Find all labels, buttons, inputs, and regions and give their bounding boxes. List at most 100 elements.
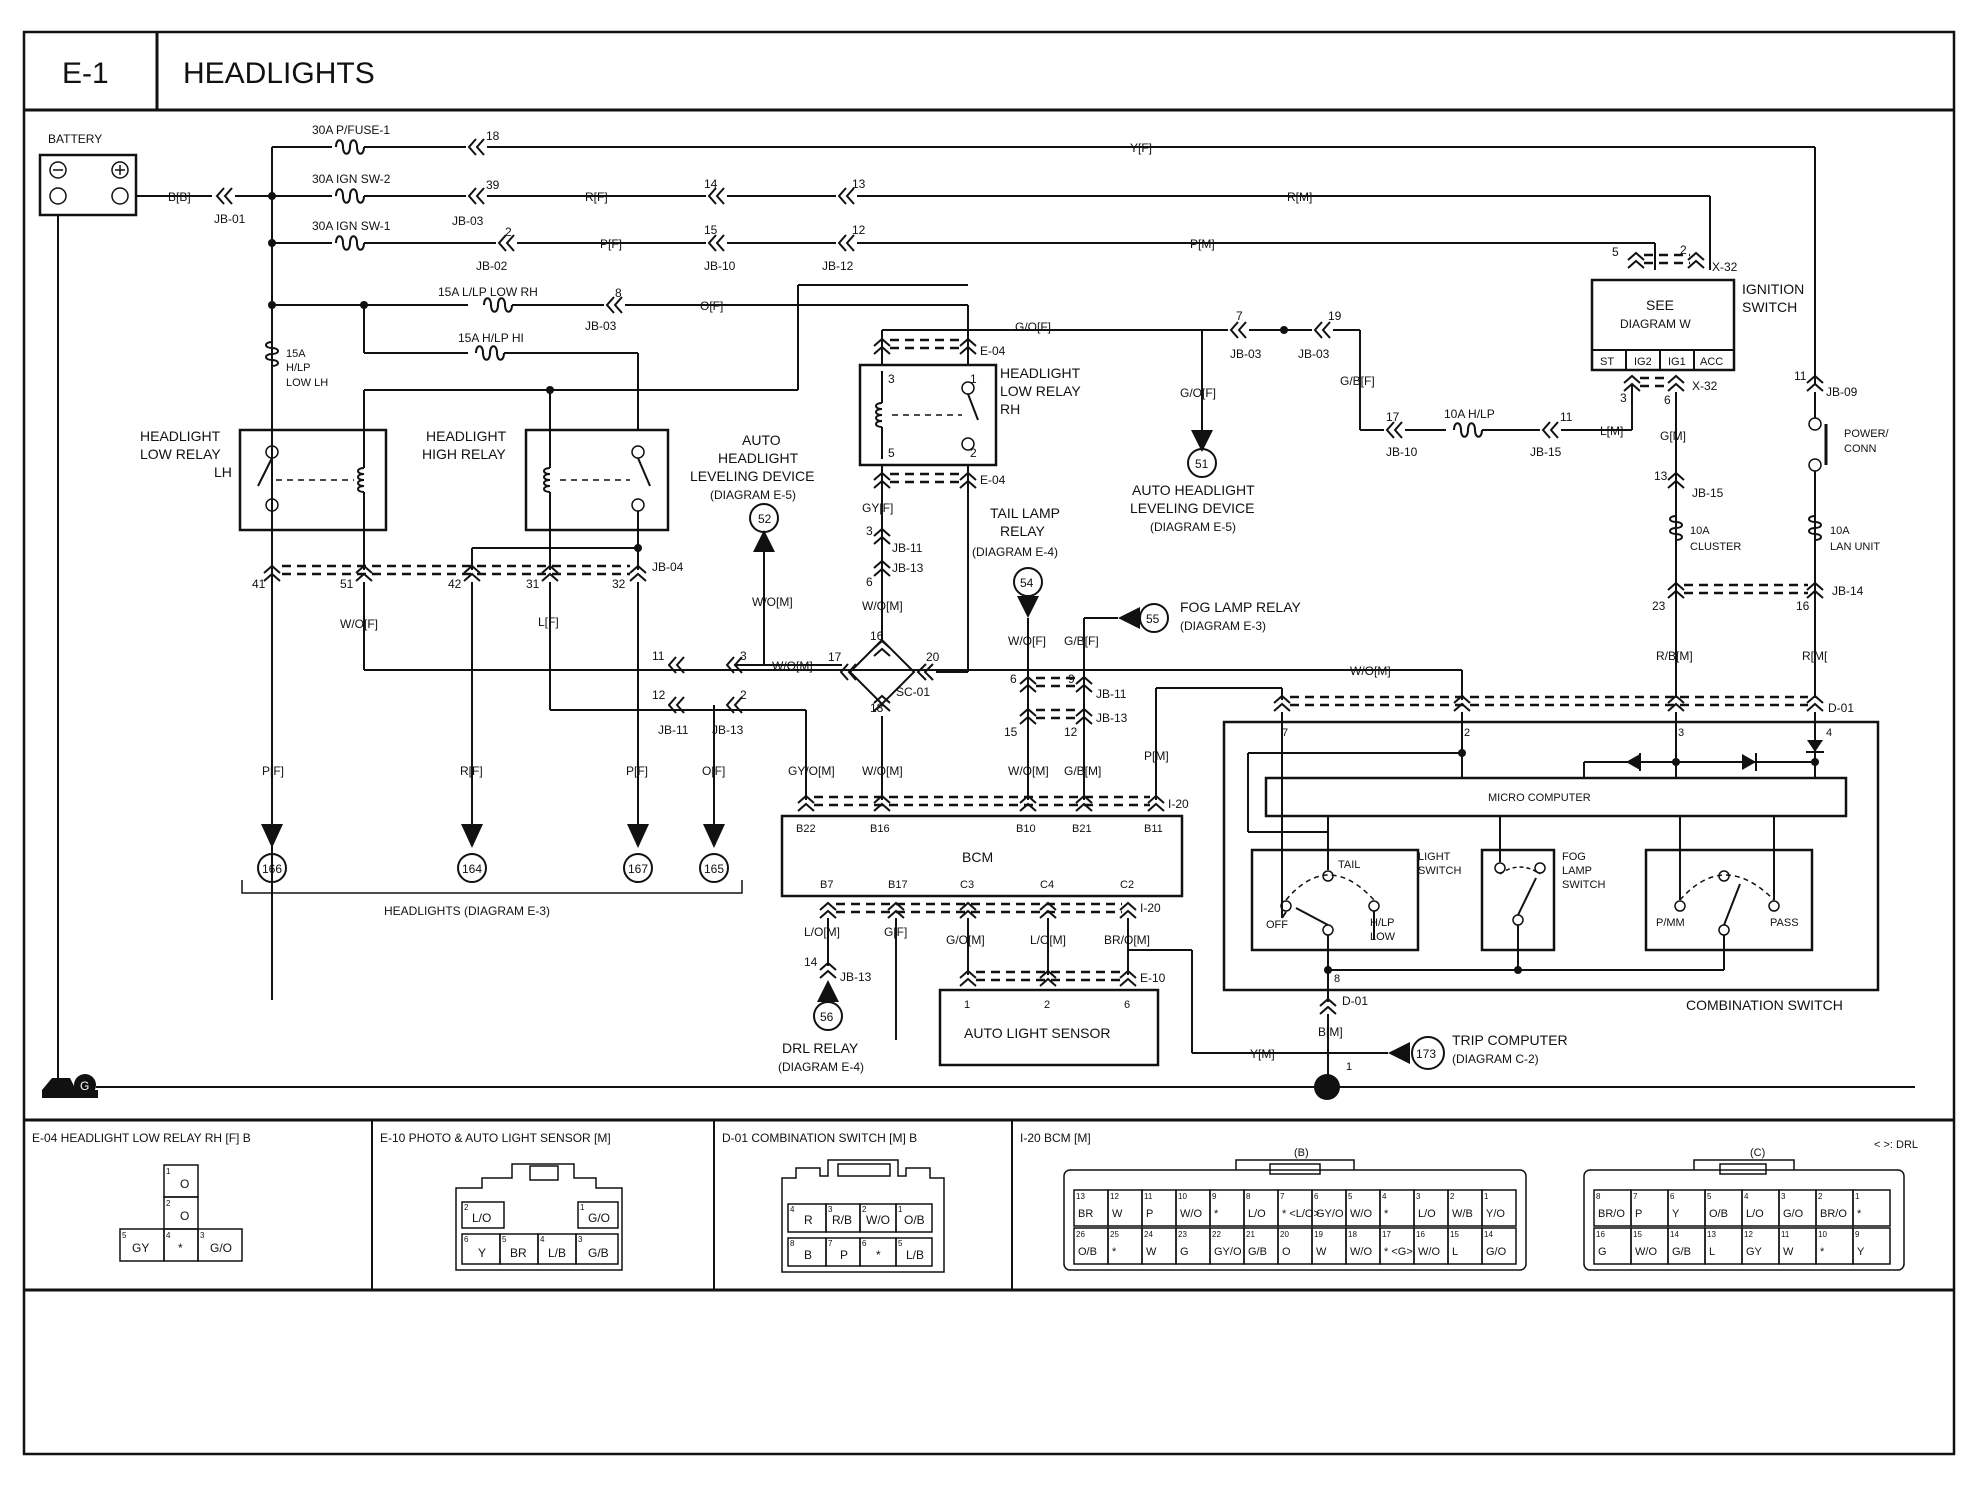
- svg-text:5: 5: [1612, 245, 1619, 259]
- i20-cell: [1852, 1227, 1891, 1265]
- diagram-code: E-1: [62, 57, 109, 90]
- i20-pin-number: 6: [1314, 1192, 1319, 1201]
- i20-pin-number: 4: [1382, 1192, 1387, 1201]
- svg-text:TAIL: TAIL: [1338, 859, 1360, 871]
- svg-text:JB-09: JB-09: [1826, 385, 1858, 399]
- battery: [38, 153, 138, 217]
- svg-text:LOW RELAY: LOW RELAY: [1000, 383, 1081, 399]
- svg-text:7: 7: [828, 1239, 833, 1248]
- svg-text:165: 165: [704, 862, 724, 876]
- i20-wire-color: W/O: [1350, 1208, 1372, 1220]
- svg-text:R[F]: R[F]: [585, 190, 608, 204]
- svg-text:DIAGRAM W: DIAGRAM W: [1620, 317, 1691, 331]
- svg-text:42: 42: [448, 577, 462, 591]
- svg-text:HEADLIGHTS (DIAGRAM E-3): HEADLIGHTS (DIAGRAM E-3): [384, 904, 550, 918]
- svg-text:I-20 BCM [M]: I-20 BCM [M]: [1020, 1131, 1091, 1145]
- i20-cell: [1481, 1227, 1517, 1265]
- svg-text:X-32: X-32: [1712, 260, 1738, 274]
- svg-text:FOG: FOG: [1562, 851, 1586, 863]
- svg-text:SC-01: SC-01: [896, 685, 930, 699]
- svg-text:G[M]: G[M]: [1660, 429, 1686, 443]
- i20-pin-number: 9: [1855, 1230, 1860, 1239]
- diode-2: [1742, 754, 1756, 770]
- svg-text:LOW RELAY: LOW RELAY: [140, 446, 221, 462]
- svg-text:11: 11: [1794, 369, 1807, 383]
- i20-pin-number: 15: [1633, 1230, 1642, 1239]
- svg-text:2: 2: [1680, 243, 1687, 257]
- jb10-connector-a: [708, 234, 725, 252]
- svg-text:G/O: G/O: [210, 1241, 232, 1255]
- svg-text:4: 4: [540, 1235, 545, 1244]
- i20-wire-color: W: [1112, 1208, 1123, 1220]
- svg-text:ACC: ACC: [1700, 356, 1723, 368]
- i20-wire-color: BR: [1078, 1208, 1093, 1220]
- i20-wire-color: *: [1214, 1208, 1219, 1220]
- svg-text:52: 52: [758, 512, 772, 526]
- svg-text:IG1: IG1: [1668, 356, 1686, 368]
- svg-text:JB-10: JB-10: [704, 259, 736, 273]
- svg-text:BCM: BCM: [962, 849, 993, 865]
- svg-text:4: 4: [790, 1205, 795, 1214]
- svg-text:LEVELING DEVICE: LEVELING DEVICE: [690, 468, 815, 484]
- svg-text:SWITCH: SWITCH: [1742, 299, 1797, 315]
- svg-text:B22: B22: [796, 823, 816, 835]
- svg-text:HEADLIGHT: HEADLIGHT: [140, 428, 221, 444]
- i20-pin-number: 7: [1633, 1192, 1638, 1201]
- svg-text:W/O[M]: W/O[M]: [752, 595, 793, 609]
- i20-pin-number: 6: [1670, 1192, 1675, 1201]
- i20-pin-number: 10: [1818, 1230, 1827, 1239]
- headlight-high-relay: [524, 428, 670, 532]
- svg-text:W/O[M]: W/O[M]: [862, 599, 903, 613]
- i20-pin-number: 24: [1144, 1230, 1153, 1239]
- svg-text:H/LP: H/LP: [1370, 917, 1394, 929]
- arrow-56: [817, 980, 839, 1002]
- headlights-bracket: [241, 880, 743, 894]
- i20-wire-color: BR/O: [1820, 1208, 1847, 1220]
- svg-text:10A H/LP: 10A H/LP: [1444, 407, 1495, 421]
- svg-text:*: *: [178, 1241, 183, 1255]
- svg-text:1: 1: [970, 372, 977, 386]
- svg-text:AUTO HEADLIGHT: AUTO HEADLIGHT: [1132, 482, 1255, 498]
- svg-text:COMBINATION SWITCH: COMBINATION SWITCH: [1686, 997, 1843, 1013]
- i20-cell: [1481, 1189, 1517, 1227]
- svg-text:1: 1: [898, 1205, 903, 1214]
- svg-text:W/O[F]: W/O[F]: [1008, 634, 1046, 648]
- svg-text:3: 3: [200, 1231, 205, 1240]
- svg-text:HEADLIGHT: HEADLIGHT: [426, 428, 507, 444]
- svg-text:8: 8: [790, 1239, 795, 1248]
- i20-wire-color: G: [1180, 1246, 1189, 1258]
- svg-text:G/O[F]: G/O[F]: [1180, 386, 1216, 400]
- e10-pinout: [455, 1163, 623, 1271]
- svg-text:3: 3: [866, 524, 873, 538]
- arrow-165: [703, 824, 725, 848]
- i20-wire-color: P: [1635, 1208, 1642, 1220]
- fuse-15a-hlp-hi: [475, 345, 505, 361]
- svg-text:LOW: LOW: [1370, 931, 1396, 943]
- svg-text:W/O[M]: W/O[M]: [772, 659, 813, 673]
- svg-text:GY: GY: [132, 1241, 149, 1255]
- jb03-pin19: [1314, 321, 1331, 339]
- svg-text:6: 6: [1010, 672, 1017, 686]
- svg-text:JB-03: JB-03: [1230, 347, 1262, 361]
- svg-text:TAIL LAMP: TAIL LAMP: [990, 505, 1060, 521]
- svg-text:4: 4: [166, 1231, 171, 1240]
- i20-pin-number: 3: [1781, 1192, 1786, 1201]
- svg-text:14: 14: [704, 177, 718, 191]
- svg-text:15A H/LP HI: 15A H/LP HI: [458, 331, 524, 345]
- svg-text:JB-13: JB-13: [840, 970, 872, 984]
- svg-text:HEADLIGHT: HEADLIGHT: [718, 450, 799, 466]
- svg-text:(DIAGRAM E-3): (DIAGRAM E-3): [1180, 619, 1266, 633]
- i20-pin-number: 1: [1484, 1192, 1489, 1201]
- svg-text:LAMP: LAMP: [1562, 865, 1592, 877]
- svg-text:R/B: R/B: [832, 1213, 852, 1227]
- auto-light-sensor-connector: [959, 970, 1137, 987]
- svg-text:B11: B11: [1144, 823, 1163, 835]
- svg-text:P[M]: P[M]: [1190, 237, 1215, 251]
- i20-pin-number: 25: [1110, 1230, 1119, 1239]
- svg-text:R[M]: R[M]: [1287, 190, 1312, 204]
- svg-text:173: 173: [1416, 1047, 1436, 1061]
- battery-label: BATTERY: [48, 132, 102, 146]
- svg-text:G/O[M]: G/O[M]: [946, 933, 985, 947]
- i20-wire-color: W: [1783, 1246, 1794, 1258]
